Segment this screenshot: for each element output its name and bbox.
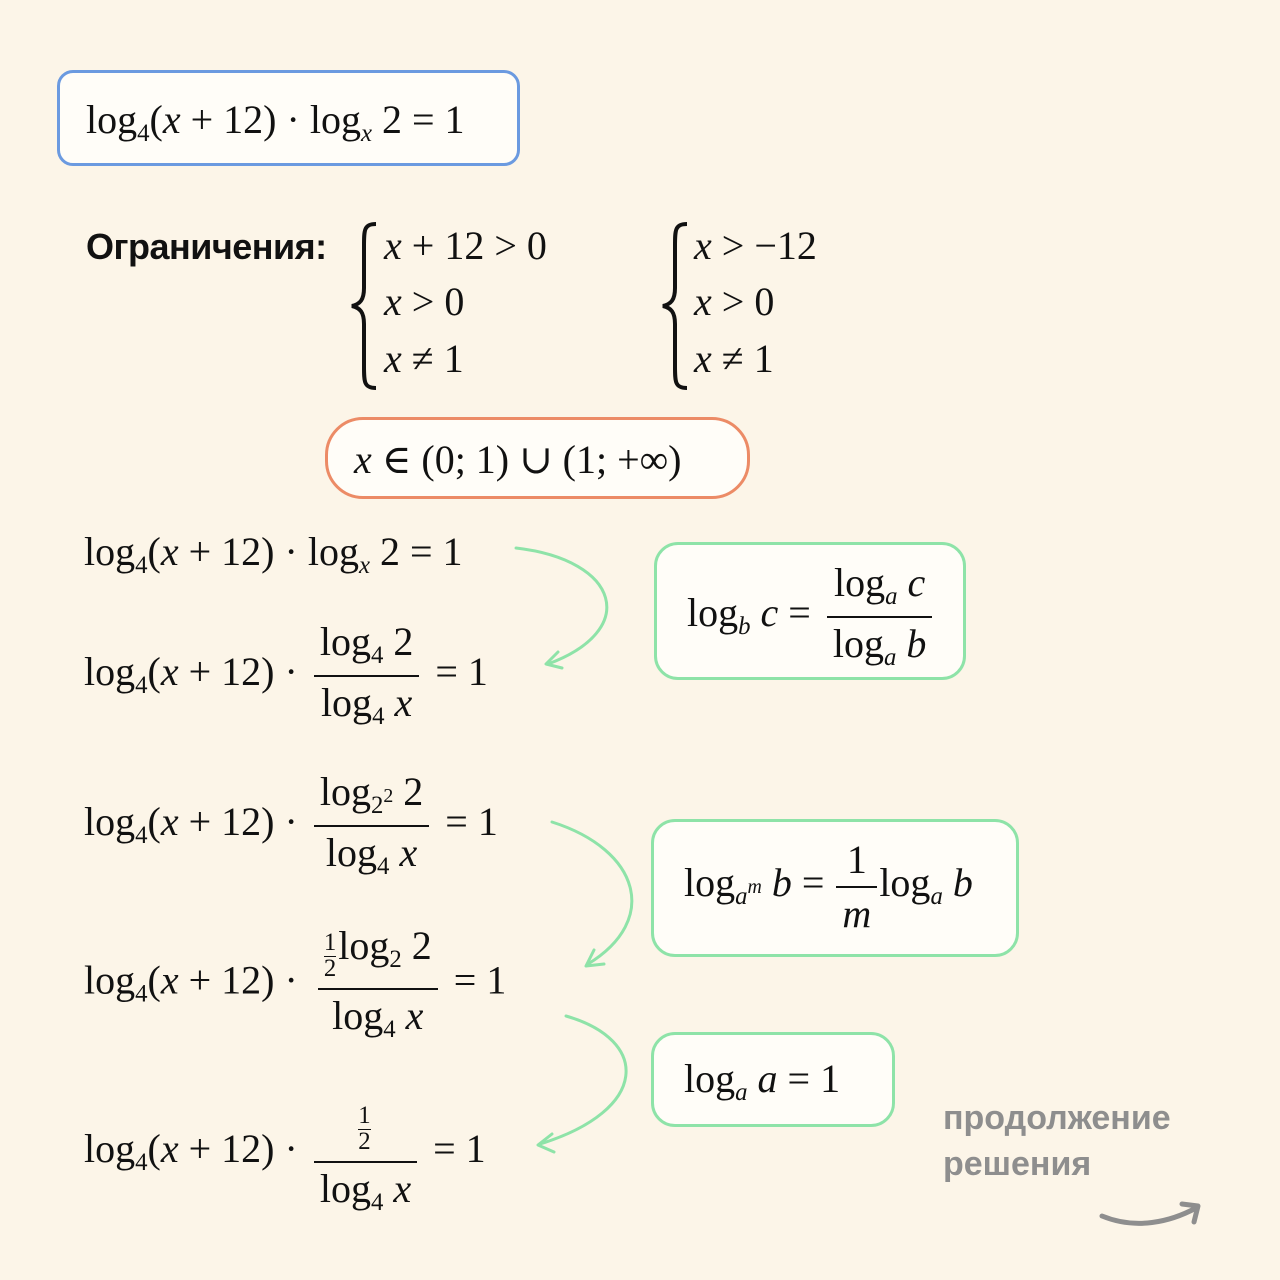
curved-arrow-icon <box>514 546 609 666</box>
brace-icon <box>662 222 688 390</box>
fraction: log22 2 log4 x <box>313 772 430 879</box>
curved-arrow-icon <box>538 1014 628 1146</box>
power-base-formula: logam b = 1 m loga b <box>684 837 973 936</box>
change-base-formula-box: logb c = loga c loga b <box>654 542 966 680</box>
power-base-formula-box: logam b = 1 m loga b <box>651 819 1019 957</box>
main-equation-box: log4(x + 12) · logx 2 = 1 <box>57 70 520 166</box>
system2-row-1: x > −12 <box>694 223 817 268</box>
step-3: log4(x + 12) · log22 2 log4 x = 1 <box>84 769 498 880</box>
fraction: log4 2 log4 x <box>313 622 420 729</box>
self-log-formula-box: loga a = 1 <box>651 1032 895 1127</box>
next-arrow-icon[interactable] <box>1096 1196 1206 1236</box>
change-base-formula: logb c = loga c loga b <box>687 563 938 670</box>
continue-line-1: продолжение <box>943 1099 1171 1137</box>
curved-arrow-icon <box>550 820 634 966</box>
main-equation: log4(x + 12) · logx 2 = 1 <box>86 97 465 147</box>
step-2: log4(x + 12) · log4 2 log4 x = 1 <box>84 619 488 730</box>
system1-row-3: x ≠ 1 <box>384 336 464 381</box>
system2-row-3: x ≠ 1 <box>694 336 774 381</box>
continue-note: продолжение решения <box>943 1095 1171 1187</box>
system2-row-2: x > 0 <box>694 279 775 324</box>
brace-icon <box>351 222 377 390</box>
continue-line-2: решения <box>943 1145 1092 1184</box>
domain-expression: x ∈ (0; 1) ∪ (1; +∞) <box>354 437 682 482</box>
self-log-formula: loga a = 1 <box>684 1056 841 1106</box>
domain-box: x ∈ (0; 1) ∪ (1; +∞) <box>325 417 750 499</box>
system1-row-1: x + 12 > 0 <box>384 223 547 268</box>
restrictions-label: Ограничения: <box>86 226 327 267</box>
step-1: log4(x + 12) · logx 2 = 1 <box>84 529 463 579</box>
system1-row-2: x > 0 <box>384 279 465 324</box>
